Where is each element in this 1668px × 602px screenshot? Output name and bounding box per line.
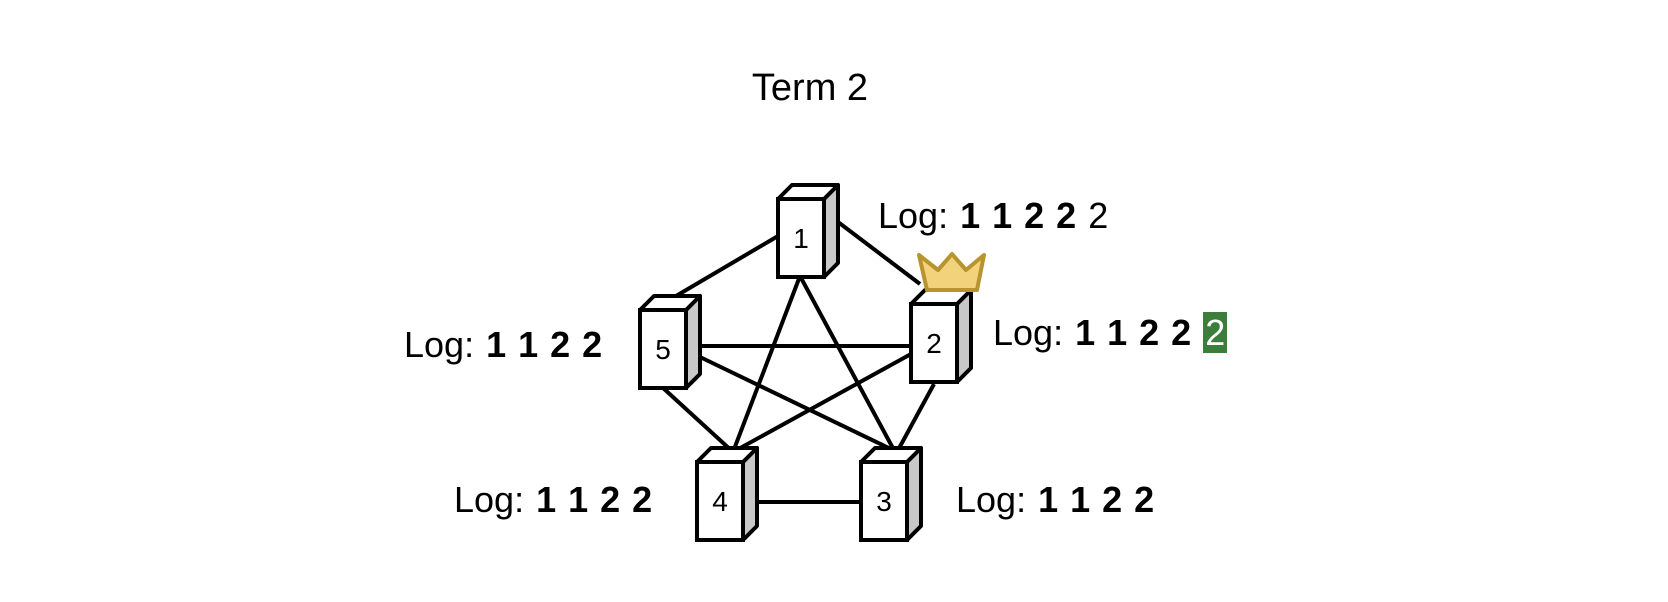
- network-link: [731, 275, 802, 453]
- server-front: [909, 302, 959, 384]
- log-entry: 1: [1075, 312, 1096, 353]
- network-link: [732, 352, 912, 454]
- log-entry-new: 2: [1203, 312, 1228, 353]
- server-5: 5: [638, 294, 702, 390]
- log-prefix: Log:: [404, 324, 475, 365]
- log-prefix: Log:: [993, 312, 1064, 353]
- log-prefix: Log:: [454, 479, 525, 520]
- server-2: 2: [909, 288, 973, 384]
- log-entry: 2: [1102, 479, 1123, 520]
- server-3: 3: [859, 446, 923, 542]
- server-front: [859, 460, 909, 542]
- log-entry: 2: [1024, 195, 1045, 236]
- log-entry: 2: [1134, 479, 1155, 520]
- log-entry: 1: [1107, 312, 1128, 353]
- log-entry: 1: [1070, 479, 1091, 520]
- log-prefix: Log:: [878, 195, 949, 236]
- log-entry: 2: [600, 479, 621, 520]
- log-entry: 1: [518, 324, 539, 365]
- log-entry: 2: [632, 479, 653, 520]
- log-entry: 2: [1139, 312, 1160, 353]
- log-entry-pending: 2: [1088, 195, 1109, 236]
- log-entry: 1: [992, 195, 1013, 236]
- network-link: [836, 220, 922, 286]
- diagram-title: Term 2: [751, 67, 869, 109]
- server-label: 3: [876, 486, 892, 517]
- server-front: [776, 197, 826, 279]
- server-label: 5: [655, 334, 671, 365]
- server-front: [638, 308, 688, 390]
- log-prefix: Log:: [956, 479, 1027, 520]
- log-entry: 2: [1171, 312, 1192, 353]
- log-entry: 2: [1056, 195, 1077, 236]
- log-entry: 1: [536, 479, 557, 520]
- log-entry: 1: [486, 324, 507, 365]
- log-entry: 1: [1038, 479, 1059, 520]
- log-entry: 1: [960, 195, 981, 236]
- network-link: [674, 234, 780, 298]
- network-link: [699, 355, 898, 454]
- network-link: [895, 383, 936, 453]
- crown-icon: [917, 252, 986, 292]
- log-entry: 2: [582, 324, 603, 365]
- network-link: [660, 385, 735, 454]
- log-entry: 1: [568, 479, 589, 520]
- server-nodes: 1 2 3 4 5: [638, 183, 973, 542]
- network-links: [660, 220, 936, 504]
- server-label: 2: [926, 328, 942, 359]
- server-4: 4: [695, 446, 759, 542]
- server-label: 1: [793, 223, 809, 254]
- server-label: 4: [712, 486, 728, 517]
- log-entry: 2: [550, 324, 571, 365]
- server-front: [695, 460, 745, 542]
- network-link: [798, 275, 897, 453]
- server-1: 1: [776, 183, 840, 279]
